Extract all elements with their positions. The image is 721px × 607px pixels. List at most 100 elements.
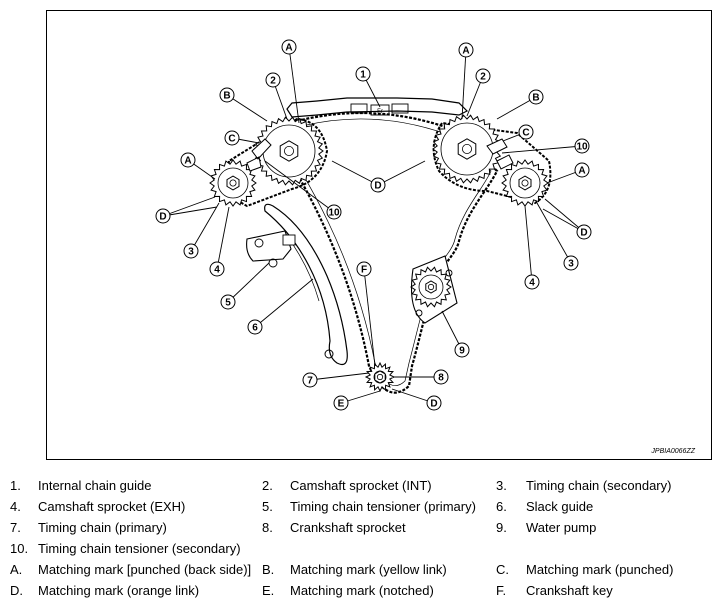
callout-d-left: D <box>155 196 218 224</box>
internal-chain-guide: Fr <box>286 97 469 118</box>
svg-text:A: A <box>184 156 191 167</box>
legend-number: 3. <box>496 478 507 493</box>
slack-guide-pivot <box>324 349 334 359</box>
legend-number: 7. <box>10 520 21 535</box>
legend-text: Matching mark (punched) <box>526 562 674 577</box>
callout-a-right: A <box>546 162 590 184</box>
callout-e: E <box>333 390 381 411</box>
callout-a-top-right: A <box>458 42 474 120</box>
legend-text: Camshaft sprocket (EXH) <box>38 499 186 514</box>
callout-3-left: 3 <box>183 202 220 259</box>
legend-number: E. <box>262 583 275 598</box>
callout-d-bottom: D <box>391 388 442 411</box>
legend-number: 2. <box>262 478 273 493</box>
camshaft-sprocket-exh-right <box>501 159 549 207</box>
legend-number: 10. <box>10 541 29 556</box>
legend-text: Slack guide <box>526 499 594 514</box>
legend-text: Matching mark [punched (back side)] <box>38 562 252 577</box>
callout-5: 5 <box>220 262 270 310</box>
water-pump-sprocket <box>410 266 452 308</box>
front-mark-label: Fr <box>377 109 383 115</box>
timing-chain-tensioner-secondary-right <box>486 138 514 170</box>
primary-timing-chain <box>267 111 499 394</box>
legend-number: F. <box>496 583 507 598</box>
callout-10-right: 10 <box>501 138 590 154</box>
legend-row: 10. Timing chain tensioner (secondary) <box>0 541 721 561</box>
callout-2-left: 2 <box>265 72 288 120</box>
legend-number: 4. <box>10 499 21 514</box>
legend-text: Crankshaft sprocket <box>290 520 406 535</box>
svg-text:F: F <box>361 265 367 276</box>
legend-text: Camshaft sprocket (INT) <box>290 478 432 493</box>
legend-number: 8. <box>262 520 273 535</box>
svg-text:3: 3 <box>568 259 574 270</box>
callout-4-left: 4 <box>209 206 230 277</box>
svg-text:2: 2 <box>480 72 486 83</box>
svg-text:A: A <box>285 43 292 54</box>
legend-text: Crankshaft key <box>526 583 613 598</box>
svg-text:B: B <box>223 91 230 102</box>
svg-text:7: 7 <box>307 376 313 387</box>
slack-guide <box>264 203 348 366</box>
svg-text:D: D <box>430 399 437 410</box>
callout-7: 7 <box>302 372 370 388</box>
legend-text: Matching mark (yellow link) <box>290 562 447 577</box>
callout-8: 8 <box>393 369 449 385</box>
callout-b-right: B <box>496 89 544 120</box>
legend-text: Timing chain tensioner (secondary) <box>38 541 241 556</box>
callout-d-top: D <box>331 160 426 193</box>
legend-row: 7.Timing chain (primary)8.Crankshaft spr… <box>0 520 721 540</box>
legend-row: A.Matching mark [punched (back side)]B.M… <box>0 562 721 582</box>
callout-c-left: C <box>224 130 260 146</box>
svg-text:6: 6 <box>252 323 258 334</box>
timing-chain-tensioner-secondary-left <box>246 138 272 172</box>
legend-text: Matching mark (notched) <box>290 583 434 598</box>
svg-text:A: A <box>578 166 585 177</box>
camshaft-sprocket-exh-left <box>209 159 257 207</box>
legend-text: Timing chain tensioner (primary) <box>290 499 476 514</box>
callout-a-left: A <box>180 152 216 180</box>
legend-row: 4. Camshaft sprocket (EXH) 5. Timing chain … <box>0 499 721 519</box>
legend-number: B. <box>262 562 275 577</box>
svg-text:10: 10 <box>328 208 340 219</box>
callout-d-right: D <box>542 198 592 240</box>
svg-text:8: 8 <box>438 373 444 384</box>
figure-code: JPBIA0066ZZ <box>651 448 695 455</box>
camshaft-sprocket-int-right <box>432 114 502 184</box>
callout-c-right: C <box>502 124 534 142</box>
svg-text:D: D <box>580 228 587 239</box>
legend-number: D. <box>10 583 23 598</box>
legend-number: 9. <box>496 520 507 535</box>
svg-text:E: E <box>338 399 345 410</box>
svg-text:9: 9 <box>459 346 465 357</box>
legend-text: Internal chain guide <box>38 478 152 493</box>
legend-number: 5. <box>262 499 273 514</box>
svg-text:B: B <box>532 93 539 104</box>
svg-text:1: 1 <box>360 70 366 81</box>
callout-9: 9 <box>441 310 470 358</box>
callout-3-right: 3 <box>536 202 579 271</box>
svg-text:D: D <box>374 181 381 192</box>
crankshaft-sprocket <box>364 361 396 393</box>
svg-text:C: C <box>228 134 235 145</box>
callout-b-left: B <box>219 87 268 122</box>
legend-row: D.Matching mark (orange link)E.Matching … <box>0 583 721 603</box>
legend-text: Timing chain (secondary) <box>526 478 672 493</box>
callout-10-left: 10 <box>264 160 342 220</box>
svg-text:5: 5 <box>225 298 231 309</box>
legend-number: C. <box>496 562 509 577</box>
svg-text:4: 4 <box>529 278 535 289</box>
svg-text:D: D <box>159 212 166 223</box>
legend-text: Water pump <box>526 520 597 535</box>
callout-1: 1 <box>355 66 381 108</box>
svg-text:2: 2 <box>270 76 276 87</box>
callout-f: F <box>356 261 376 367</box>
svg-text:C: C <box>522 128 529 139</box>
legend-number: 6. <box>496 499 507 514</box>
callout-a-top-left: A <box>281 39 300 124</box>
timing-chain-tensioner-primary <box>246 230 296 268</box>
